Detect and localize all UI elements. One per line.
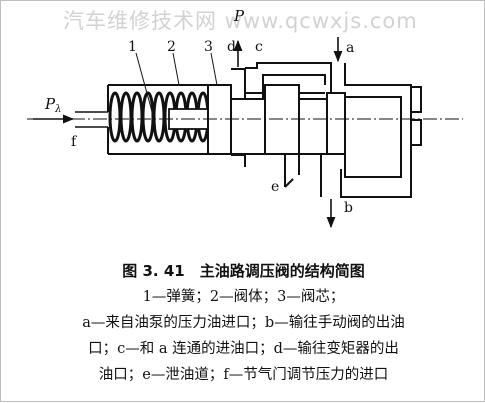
- label-part-3: 3: [204, 39, 213, 55]
- flow-arrows: [33, 37, 343, 229]
- exhaust-passage: [284, 154, 300, 188]
- caption-line-3: 口；c—和 a 连通的进油口；d—输往变矩器的出: [88, 341, 399, 357]
- leader-lines: [135, 52, 218, 120]
- caption-line-4: 油口；e—泄油道；f—节气门调节压力的进口: [98, 367, 389, 383]
- label-port-c: c: [255, 39, 263, 55]
- caption-title: 图 3. 41 主油路调压阀的结构简图: [122, 262, 365, 280]
- caption-line-2: a—来自油泵的压力油进口；b—输往手动阀的出油: [82, 315, 405, 331]
- label-pressure-throttle: Pλ: [44, 95, 61, 115]
- label-port-b: b: [344, 200, 353, 216]
- valve-spool-head: [207, 84, 232, 155]
- watermark-text: 汽车维修技术网 www.qcwxjs.com: [63, 9, 418, 33]
- label-port-e: e: [271, 179, 279, 195]
- label-pressure-main: P: [233, 7, 245, 25]
- label-port-f: f: [71, 134, 78, 150]
- outlet-passage: [320, 154, 342, 197]
- label-part-1: 1: [128, 39, 137, 55]
- caption-line-1: 1—弹簧；2—阀体；3—阀芯；: [142, 289, 345, 305]
- spool-lands: [230, 84, 346, 155]
- label-port-d: d: [227, 39, 236, 55]
- valve-body-outlet: [340, 63, 422, 198]
- label-port-a: a: [346, 40, 354, 56]
- label-part-2: 2: [167, 39, 176, 55]
- throttle-inlet-pipe: [75, 111, 108, 128]
- spring: [108, 91, 208, 143]
